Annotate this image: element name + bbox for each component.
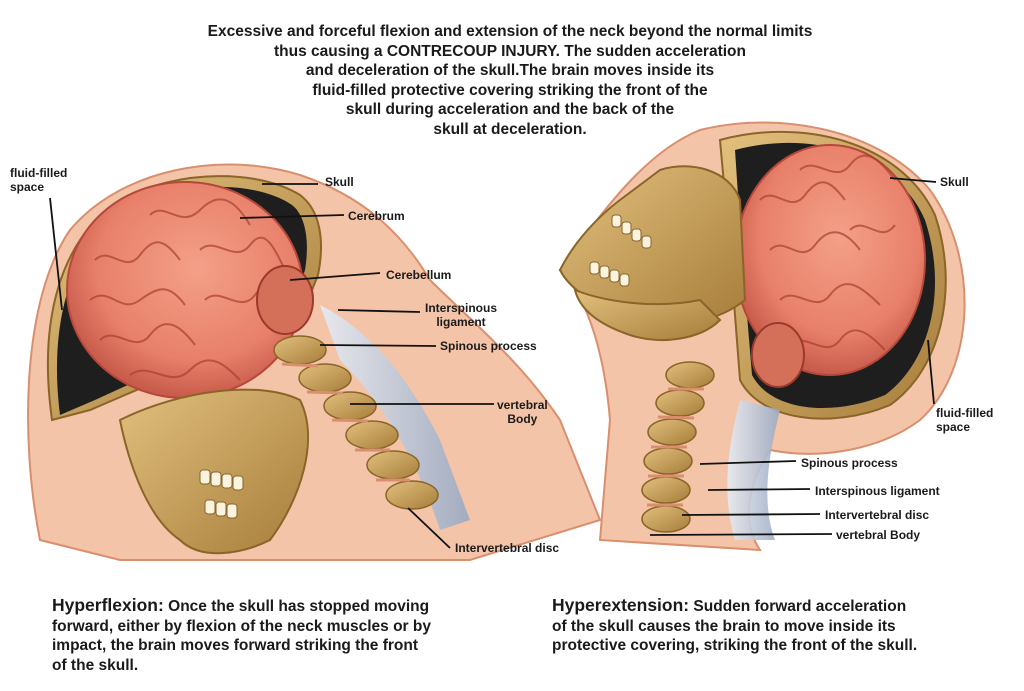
title-line: fluid-filled protective covering strikin…	[312, 81, 708, 99]
caption-line: protective covering, striking the front …	[552, 637, 918, 654]
right-ligament	[727, 400, 780, 540]
label-intervertebral-disc-left: Intervertebral disc	[455, 541, 560, 555]
title-line: thus causing a CONTRECOUP INJURY. The su…	[274, 42, 746, 60]
label-line: space	[936, 420, 971, 434]
hyperflexion-figure	[27, 163, 602, 561]
label-intervertebral-disc-right: Intervertebral disc	[825, 508, 930, 522]
right-vertebrae	[641, 361, 715, 533]
left-vertebrae	[273, 335, 439, 510]
right-cerebellum	[751, 322, 805, 388]
label-line: fluid-filled	[10, 166, 68, 180]
caption-hyperextension: Hyperextension: Sudden forward accelerat…	[552, 595, 918, 656]
label-vertebral-body-left: vertebral Body	[497, 398, 548, 426]
label-line: Body	[507, 412, 538, 426]
title-line: skull during acceleration and the back o…	[345, 101, 675, 118]
left-teeth	[199, 469, 244, 519]
label-fluid-filled-space-right: fluid-filled space	[936, 406, 993, 434]
right-teeth	[589, 214, 652, 287]
caption-line: Once the skull has stopped moving	[163, 598, 430, 615]
caption-hyperflexion: Hyperflexion: Once the skull has stopped…	[52, 595, 431, 675]
caption-line: impact, the brain moves forward striking…	[52, 637, 419, 654]
caption-term: Hyperextension:	[552, 595, 690, 615]
right-leader-lines	[649, 177, 937, 536]
right-brain-folds	[759, 154, 896, 351]
label-cerebrum: Cerebrum	[348, 209, 405, 223]
caption-term: Hyperflexion:	[52, 595, 164, 615]
caption-line: Sudden forward acceleration	[689, 598, 907, 615]
left-skull-face	[118, 388, 309, 555]
label-spinous-process-right: Spinous process	[801, 456, 898, 470]
label-line: vertebral	[497, 398, 548, 412]
left-ligament	[320, 305, 470, 530]
label-fluid-filled-space-left: fluid-filled space	[10, 166, 67, 194]
label-vertebral-body-right: vertebral Body	[836, 528, 921, 542]
left-discs	[281, 362, 410, 482]
label-line: ligament	[436, 315, 486, 329]
right-discs	[647, 387, 704, 507]
label-line: Interspinous	[425, 301, 498, 315]
title-line: skull at deceleration.	[433, 120, 587, 138]
label-skull-right: Skull	[940, 175, 969, 189]
label-cerebellum: Cerebellum	[386, 268, 452, 282]
label-line: space	[10, 180, 45, 194]
right-jaw	[573, 288, 722, 341]
caption-line: of the skull.	[52, 656, 139, 674]
left-leader-lines	[49, 183, 494, 549]
left-cerebellum	[256, 265, 314, 335]
label-line: fluid-filled	[936, 406, 994, 420]
hyperextension-figure	[558, 121, 966, 552]
caption-line: forward, either by flexion of the neck m…	[52, 617, 431, 635]
caption-line: of the skull causes the brain to move in…	[552, 617, 896, 635]
title-line: and deceleration of the skull.The brain …	[305, 62, 715, 79]
label-interspinous-ligament-left: Interspinous ligament	[425, 301, 497, 329]
title-line: Excessive and forceful flexion and exten…	[207, 23, 813, 40]
label-spinous-process-left: Spinous process	[440, 339, 537, 353]
label-interspinous-ligament-right: Interspinous ligament	[815, 484, 940, 498]
diagram-title: Excessive and forceful flexion and exten…	[150, 22, 870, 139]
label-skull-left: Skull	[325, 175, 354, 189]
